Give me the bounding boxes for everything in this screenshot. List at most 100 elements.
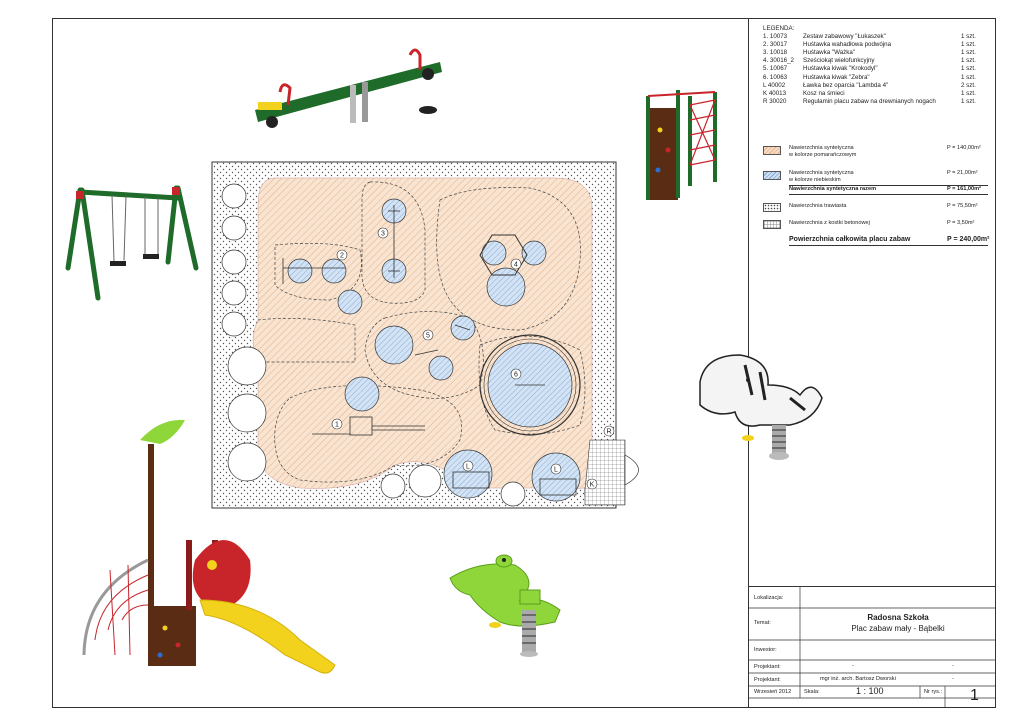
legend-item: 6. 10063 Huśtawka kiwak "Zebra" 1 szt.	[763, 74, 981, 82]
surface-blue-value: P = 21,00m²	[947, 170, 978, 176]
grass-label: Nawierzchnia trawiasta	[789, 203, 847, 209]
trees	[221, 183, 526, 507]
legend-heading: LEGENDA:	[763, 25, 795, 32]
legend-item-name: Ławka bez oparcia "Lambda 4"	[803, 81, 889, 89]
titleblock-grid	[748, 586, 996, 708]
legend-item-qty: 2 szt.	[961, 81, 976, 89]
legend-item-name: Kosz na śmieci	[803, 89, 845, 97]
legend-item: 5. 10067 Huśtawka kiwak "Krokodyl" 1 szt.	[763, 65, 981, 73]
surface-orange-value: P = 140,00m²	[947, 145, 981, 151]
legend-item-qty: 1 szt.	[961, 97, 976, 105]
projektant2-label: Projektant:	[754, 677, 781, 683]
projektant1-value-a: -	[852, 663, 854, 669]
legend-item-qty: 1 szt.	[961, 73, 976, 81]
legend-item-code: L 40002	[763, 81, 786, 89]
label-K: K	[590, 482, 595, 489]
legend-item-code: 3. 10018	[763, 49, 788, 57]
zebra-spring-rider-illustration	[699, 354, 823, 460]
total-value: P = 240,00m²	[947, 236, 990, 243]
drawing-sheet-border	[52, 18, 996, 708]
temat-label: Temat:	[754, 620, 771, 626]
paving-label: Nawierzchnia z kostki betonowej	[789, 220, 870, 226]
lokalizacja-label: Lokalizacja:	[754, 595, 784, 601]
skala-label: Skala:	[804, 689, 820, 695]
play-set-illustration	[82, 419, 336, 674]
date: Wrzesień 2012	[754, 689, 792, 695]
swing-illustration	[65, 185, 199, 301]
projektant1-label: Projektant:	[754, 664, 781, 670]
legend-item-code: 1. 10073	[763, 33, 788, 41]
label-L1: L	[466, 464, 470, 471]
label-R: R	[606, 429, 611, 436]
divider	[789, 185, 988, 186]
legend-item-qty: 1 szt.	[961, 49, 976, 57]
project-title: Radosna Szkoła	[867, 613, 929, 622]
nr-rys-label: Nr rys.:	[924, 689, 943, 695]
legend-item-code: 4. 30016_2	[763, 57, 794, 65]
blue-surface-swatch	[763, 171, 781, 180]
divider	[789, 194, 988, 195]
legend-item-qty: 1 szt.	[961, 41, 976, 49]
entrance-gate	[624, 454, 639, 486]
orange-surface-swatch	[763, 146, 781, 155]
projektant1-value-b: -	[952, 663, 954, 669]
legend-item-code: R 30020	[763, 97, 787, 105]
legend-item-qty: 1 szt.	[961, 89, 976, 97]
plan-number-labels: 1 2 3 4 5 6 L L K R	[331, 227, 615, 490]
label-5: 5	[426, 333, 430, 340]
synthetic-total-value: P = 161,00m²	[947, 186, 981, 192]
seesaw-illustration	[255, 48, 442, 128]
legend-item: L 40002 Ławka bez oparcia "Lambda 4" 2 szt…	[763, 82, 981, 90]
project-subtitle: Plac zabaw mały - Bąbelki	[851, 624, 945, 633]
legend-item-name: Zestaw zabawowy "Łukaszek"	[803, 33, 886, 41]
label-3: 3	[381, 231, 385, 238]
equipment-symbols	[282, 205, 600, 497]
legend-item: 4. 30016_2 Sześciokąt wielofunkcyjny 1 szt…	[763, 57, 981, 65]
legend-item-qty: 1 szt.	[961, 57, 976, 65]
legend-item-code: 5. 10067	[763, 65, 788, 73]
synthetic-total-label: Nawierzchnia syntetyczna razem	[789, 186, 877, 192]
divider	[789, 245, 988, 246]
legend-item-name: Huśtawka kiwak "Zebra"	[803, 73, 870, 81]
label-4: 4	[514, 262, 518, 269]
legend-item-code: 2. 30017	[763, 41, 788, 49]
grass-surface-swatch	[763, 203, 781, 212]
crocodile-spring-rider-illustration	[449, 554, 561, 657]
total-label: Powierzchnia całkowita placu zabaw	[789, 236, 911, 243]
scale-value: 1 : 100	[856, 686, 884, 696]
projektant2-name: mgr inż. arch. Bartosz Dworski	[820, 676, 896, 682]
legend-item-name: Huśtawka wahadłowa podwójna	[803, 41, 892, 49]
legend-item-name: Huśtawka kiwak "Krokodyl"	[803, 65, 878, 73]
legend-item: 1. 10073 Zestaw zabawowy "Łukaszek" 1 szt.	[763, 33, 981, 41]
fall-zones	[257, 181, 586, 483]
projektant2-value-b: -	[952, 676, 954, 682]
paving-surface-swatch	[763, 220, 781, 229]
climbing-tower-illustration	[646, 90, 717, 200]
legend-item-name: Sześciokąt wielofunkcyjny	[803, 57, 875, 65]
legend-item-qty: 1 szt.	[961, 65, 976, 73]
legend-item-name: Regulamin placu zabaw na drewnianych nog…	[803, 97, 936, 105]
orange-surface-area	[252, 177, 593, 489]
legend-item: R 30020 Regulamin placu zabaw na drewnian…	[763, 98, 981, 106]
legend-item-qty: 1 szt.	[961, 33, 976, 41]
paving-value: P = 3,50m²	[947, 220, 975, 226]
title-block: Lokalizacja: Temat: Radosna Szkoła Plac …	[748, 586, 996, 708]
legend-item: K 40013 Kosz na śmieci 1 szt.	[763, 90, 981, 98]
legend-item: 2. 30017 Huśtawka wahadłowa podwójna 1 szt…	[763, 41, 981, 49]
legend-item-code: K 40013	[763, 89, 787, 97]
label-L2: L	[554, 467, 558, 474]
hexagon-equipment	[479, 234, 528, 276]
inwestor-label: Inwestor:	[754, 647, 777, 653]
label-6: 6	[514, 372, 518, 379]
label-1: 1	[335, 422, 339, 429]
legend: LEGENDA: 1. 10073 Zestaw zabawowy "Łukasz…	[763, 25, 981, 106]
legend-item-code: 6. 10063	[763, 73, 788, 81]
paving-area	[584, 439, 626, 506]
label-2: 2	[340, 253, 344, 260]
sheet-number: 1	[970, 687, 979, 704]
